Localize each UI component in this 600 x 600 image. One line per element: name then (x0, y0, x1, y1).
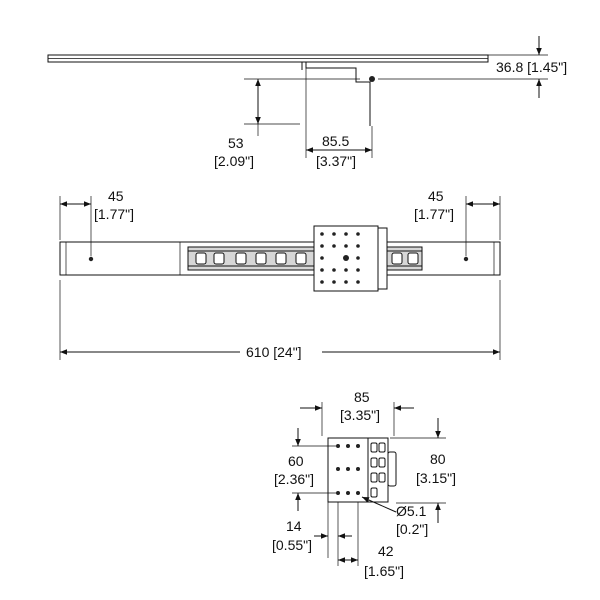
top-view: 45 [1.77"] 45 [1.77"] 610 [24"] (59, 188, 501, 360)
bearing-windows (195, 252, 419, 265)
side-height-dim: 36.8 [1.45"] (496, 59, 567, 75)
carriage-detail-view: 85 [3.35"] 80 [3.15"] 60 [2.36"] Ø5.1 [0… (272, 389, 456, 579)
bracket-drop-dim-in: [2.09"] (214, 153, 254, 169)
carriage-height-dim-mm: 80 (430, 451, 446, 467)
bracket-drop-dim-mm: 53 (228, 135, 244, 151)
bracket-width-dim-mm: 85.5 (322, 133, 349, 149)
hole-spacing-v-dim-in: [2.36"] (274, 471, 314, 487)
side-view-pivot (369, 76, 375, 82)
right-hole-dim-in: [1.77"] (414, 206, 454, 222)
edge-offset-dim-mm: 14 (286, 518, 302, 534)
side-view: 36.8 [1.45"] 53 [2.09"] 85.5 [3.37"] (47, 36, 567, 169)
detail-slots (370, 442, 386, 498)
right-hole-dim-mm: 45 (428, 188, 444, 204)
side-view-bracket (305, 62, 371, 126)
hole-spacing-h-dim-mm: 42 (378, 543, 394, 559)
overall-length-dim: 610 [24"] (246, 344, 302, 360)
hole-diameter-dim-in: [0.2"] (396, 521, 428, 537)
edge-offset-dim-in: [0.55"] (272, 537, 312, 553)
detail-handle (387, 451, 397, 487)
carriage-side-block (377, 227, 388, 290)
carriage-height-dim-in: [3.15"] (416, 470, 456, 486)
left-hole-dim-in: [1.77"] (94, 206, 134, 222)
rail-mount-hole-right (463, 256, 469, 262)
carriage-width-dim-in: [3.35"] (340, 407, 380, 423)
carriage-width-dim-mm: 85 (354, 389, 370, 405)
detail-holes (336, 444, 360, 495)
hole-spacing-h-dim-in: [1.65"] (364, 563, 404, 579)
hole-diameter-dim-mm: Ø5.1 (396, 503, 427, 519)
carriage-holes (320, 232, 360, 284)
bracket-width-dim-in: [3.37"] (316, 153, 356, 169)
left-hole-dim-mm: 45 (108, 188, 124, 204)
rail-mount-hole-left (88, 256, 94, 262)
hole-spacing-v-dim-mm: 60 (288, 453, 304, 469)
